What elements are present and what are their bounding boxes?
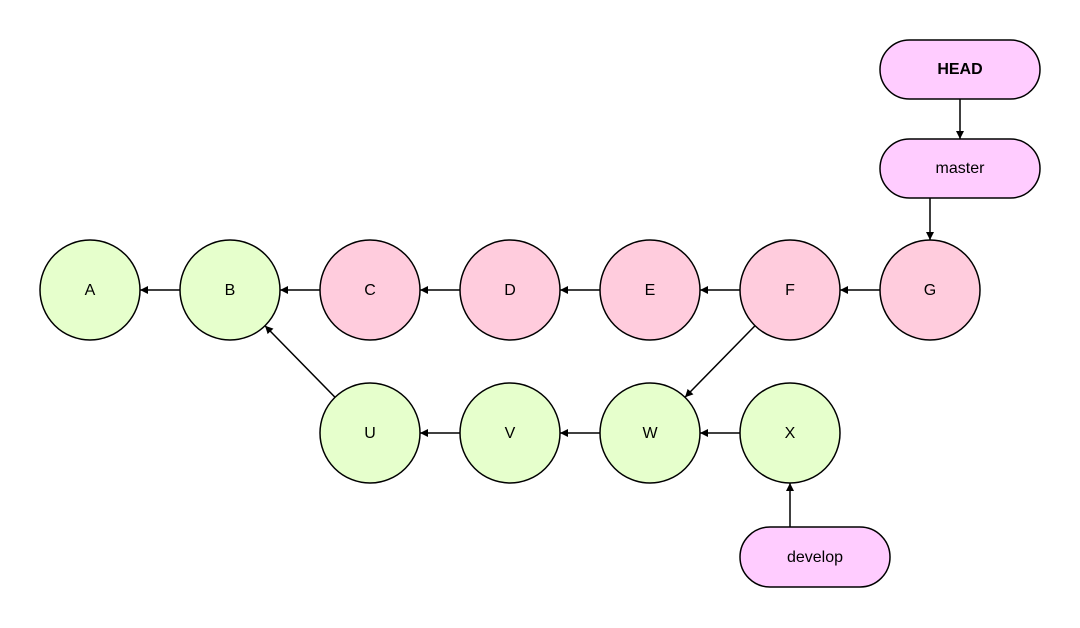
ref-label: HEAD	[937, 61, 982, 78]
commit-node-e[interactable]: E	[599, 239, 701, 341]
ref-develop[interactable]: develop	[739, 526, 891, 588]
ref-master[interactable]: master	[879, 138, 1041, 199]
commit-node-f[interactable]: F	[739, 239, 841, 341]
commit-circle	[599, 239, 701, 341]
edges-layer	[140, 99, 964, 527]
commit-label: W	[642, 425, 658, 442]
ref-box	[739, 526, 891, 588]
commit-node-d[interactable]: D	[459, 239, 561, 341]
commit-node-c[interactable]: C	[319, 239, 421, 341]
edge-f-to-w	[684, 325, 756, 398]
commit-label: U	[364, 425, 376, 442]
commit-label: V	[505, 425, 516, 442]
commit-circle	[739, 239, 841, 341]
commit-node-x[interactable]: X	[739, 382, 841, 484]
ref-box	[879, 138, 1041, 199]
commit-label: C	[364, 282, 376, 299]
ref-box	[879, 39, 1041, 100]
commit-circle	[459, 382, 561, 484]
commit-label: F	[785, 282, 795, 299]
ref-label: master	[936, 160, 986, 177]
commit-node-w[interactable]: W	[599, 382, 701, 484]
commit-label: G	[924, 282, 936, 299]
commit-node-b[interactable]: B	[179, 239, 281, 341]
commit-node-a[interactable]: A	[39, 239, 141, 341]
commit-label: D	[504, 282, 516, 299]
commit-circle	[459, 239, 561, 341]
commit-circle	[319, 382, 421, 484]
commit-label: B	[225, 282, 236, 299]
commit-circle	[879, 239, 981, 341]
commit-label: E	[645, 282, 656, 299]
commit-circle	[319, 239, 421, 341]
commit-circle	[739, 382, 841, 484]
commit-node-v[interactable]: V	[459, 382, 561, 484]
commit-node-g[interactable]: G	[879, 239, 981, 341]
ref-head[interactable]: HEAD	[879, 39, 1041, 100]
commit-circle	[39, 239, 141, 341]
commit-label: X	[785, 425, 796, 442]
ref-label: develop	[787, 549, 843, 566]
commit-circle	[179, 239, 281, 341]
commit-label: A	[85, 282, 96, 299]
commit-circle	[599, 382, 701, 484]
commit-node-u[interactable]: U	[319, 382, 421, 484]
edge-u-to-b	[264, 325, 336, 398]
